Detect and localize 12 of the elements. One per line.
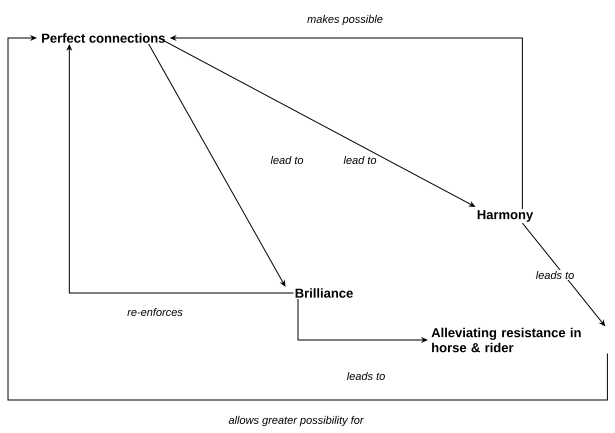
edge-label: re-enforces	[126, 306, 184, 318]
edge-label: lead to	[342, 154, 378, 166]
node-text: Harmony	[478, 210, 534, 222]
arrow	[8, 34, 608, 400]
node-text: Alleviating resistance in horse & rider	[432, 328, 581, 352]
node-text: Perfect connections	[42, 33, 165, 43]
node-text: Brilliance	[296, 288, 353, 298]
edge-label: leads to	[346, 370, 386, 382]
edge-label: makes possible	[306, 14, 384, 26]
edge-label: allows greater possibility for	[227, 414, 365, 428]
edge-label: leads to	[534, 270, 576, 280]
edge-label: lead to	[270, 154, 305, 166]
